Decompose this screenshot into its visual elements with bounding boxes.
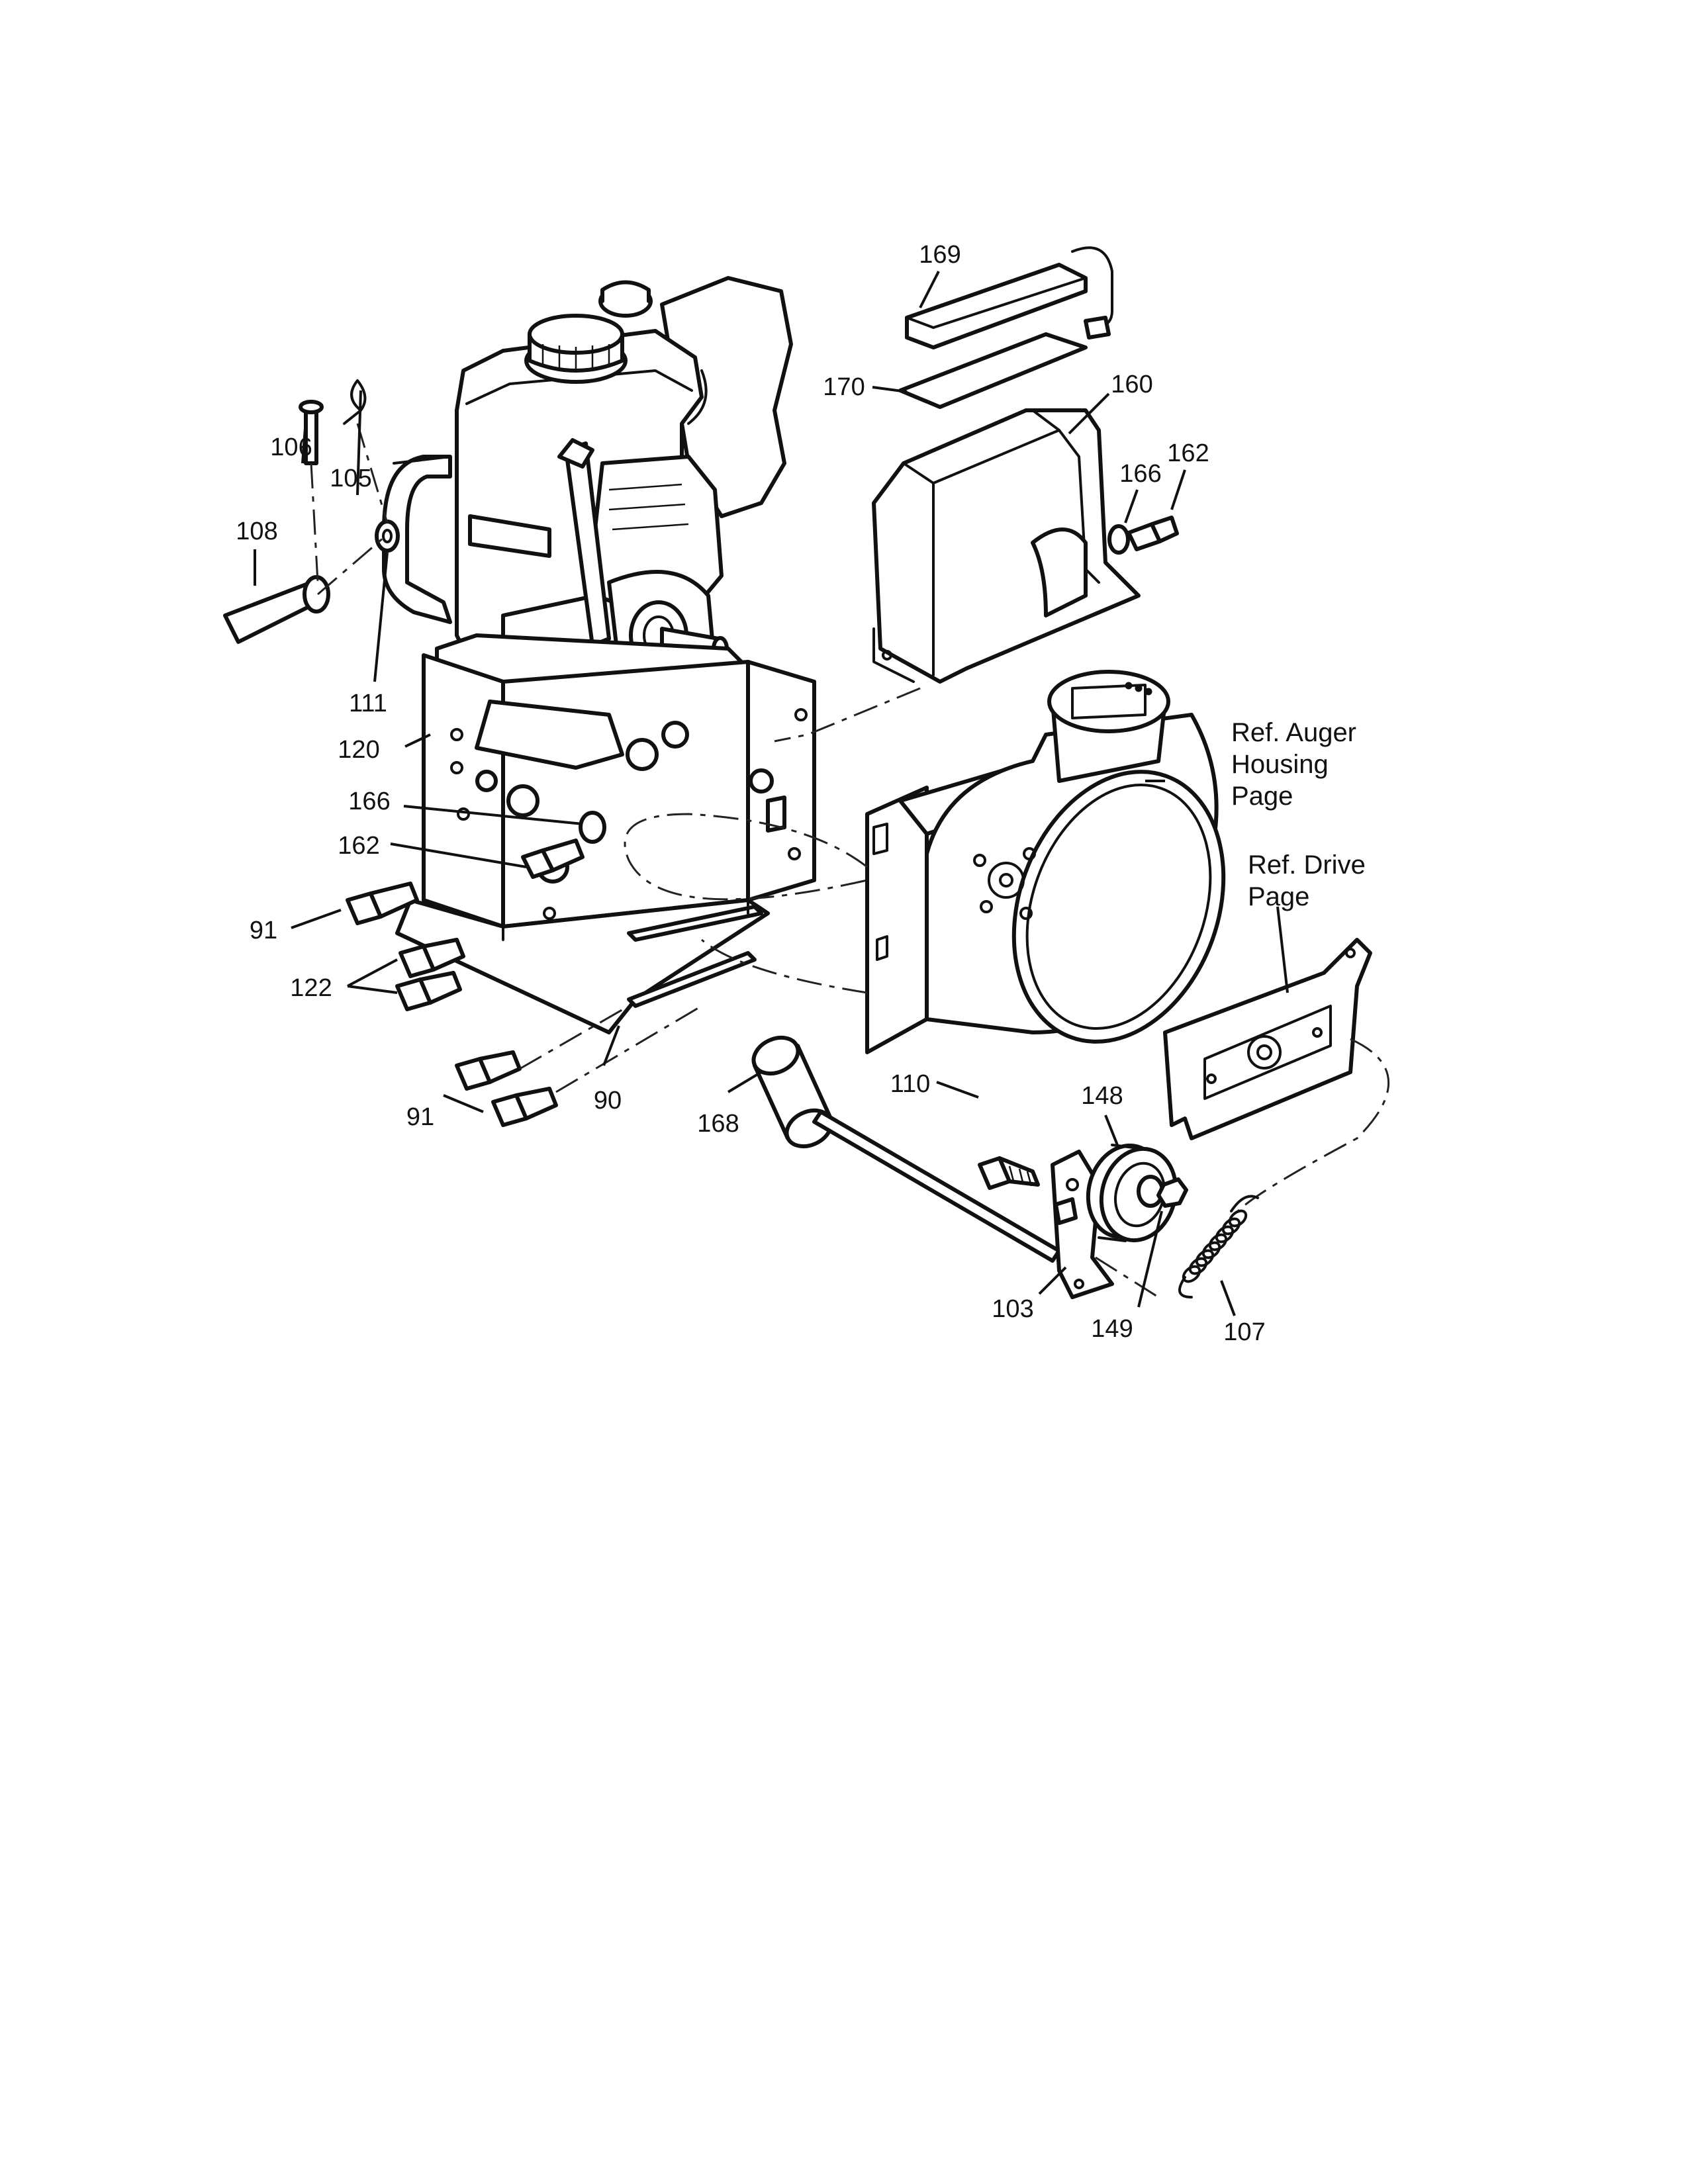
bolts-left bbox=[346, 811, 702, 1127]
callout-162-upper: 162 bbox=[1167, 439, 1209, 467]
callout-91-lower: 91 bbox=[406, 1103, 434, 1131]
callout-107: 107 bbox=[1223, 1318, 1265, 1346]
drive-plate bbox=[1163, 938, 1390, 1212]
ref-auger-line-2: Housing bbox=[1231, 750, 1329, 779]
spring-coils bbox=[1182, 1209, 1248, 1283]
callout-122: 122 bbox=[290, 974, 332, 1002]
frame-assembly bbox=[395, 653, 816, 1034]
callout-169: 169 bbox=[919, 241, 961, 269]
callout-105: 105 bbox=[330, 465, 371, 492]
callout-103: 103 bbox=[992, 1295, 1033, 1323]
callout-166-lower: 166 bbox=[348, 788, 390, 815]
air-cleaner-assembly bbox=[774, 246, 1179, 743]
ref-auger-line-3: Page bbox=[1231, 782, 1293, 811]
callout-labels: 169 170 160 166 162 106 105 108 111 120 … bbox=[236, 241, 1265, 1346]
ref-drive-line-1: Ref. Drive bbox=[1248, 850, 1366, 880]
callout-108: 108 bbox=[236, 518, 277, 545]
callout-120: 120 bbox=[338, 736, 379, 764]
ref-auger-line-1: Ref. Auger bbox=[1231, 718, 1356, 747]
callout-160: 160 bbox=[1111, 371, 1152, 398]
auger-housing-plate bbox=[624, 670, 1226, 1054]
callout-90: 90 bbox=[594, 1087, 622, 1115]
callout-166-upper: 166 bbox=[1119, 460, 1161, 488]
callout-106: 106 bbox=[270, 433, 312, 461]
ref-drive-line-2: Page bbox=[1248, 882, 1309, 911]
reference-notes: Ref. Auger Housing Page Ref. Drive Page bbox=[1231, 718, 1366, 911]
lever-pin-parts bbox=[223, 379, 400, 644]
engine-assembly bbox=[382, 276, 793, 730]
callout-149: 149 bbox=[1091, 1315, 1133, 1343]
callout-168: 168 bbox=[697, 1110, 739, 1138]
callout-148: 148 bbox=[1081, 1082, 1123, 1110]
callout-110: 110 bbox=[890, 1070, 931, 1098]
idler-arm-assembly bbox=[751, 1035, 1259, 1299]
callout-111: 111 bbox=[349, 690, 387, 717]
callout-91-upper: 91 bbox=[250, 917, 277, 944]
callout-170: 170 bbox=[823, 373, 865, 401]
callout-leaders bbox=[254, 271, 1289, 1316]
callout-162-lower: 162 bbox=[338, 832, 379, 860]
